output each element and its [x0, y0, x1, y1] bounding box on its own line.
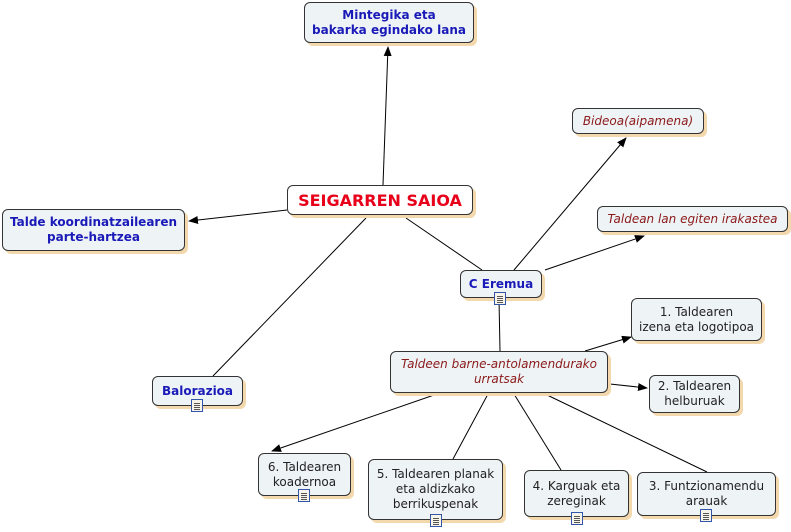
edge-center-talde-koord: [188, 209, 288, 224]
node-step-3-line1: 3. Funtzionamendu: [648, 479, 765, 493]
edge-center-mintegika: [382, 46, 392, 186]
node-step-1[interactable]: 1. Taldearen izena eta logotipoa: [631, 298, 762, 341]
node-step-5[interactable]: 5. Taldearen planak eta aldizkako berrik…: [368, 459, 503, 520]
node-balorazioa[interactable]: Balorazioa: [152, 376, 243, 406]
edge-center-balorazioa: [212, 217, 367, 377]
node-step-2-line2: helburuak: [664, 394, 725, 408]
node-barne-antolamendua[interactable]: Taldeen barne-antolamendurako urratsak: [390, 351, 608, 393]
node-step-3-line2: arauak: [685, 494, 728, 508]
node-center-label: SEIGARREN SAIOA: [298, 190, 462, 210]
node-step-4-line2: zereginak: [547, 493, 606, 508]
edge-c-eremua-barne: [498, 298, 501, 352]
node-talde-koord-line1: Talde koordinatzailearen: [9, 215, 178, 229]
node-talde-koordinatzailea[interactable]: Talde koordinatzailearen parte-hartzea: [2, 209, 185, 251]
node-mintegika-line1: Mintegika eta: [342, 7, 436, 22]
resource-doc-icon[interactable]: [430, 514, 442, 527]
node-step-5-line2: eta aldizkako: [395, 482, 476, 496]
node-step-4-line1: 4. Karguak eta: [532, 478, 621, 493]
node-step-4[interactable]: 4. Karguak eta zereginak: [524, 470, 629, 517]
edge-barne-step3: [544, 393, 708, 473]
edge-c-eremua-bideoa: [513, 137, 627, 271]
resource-doc-icon[interactable]: [494, 292, 506, 305]
node-taldean-lan[interactable]: Taldean lan egiten irakastea: [597, 206, 788, 232]
resource-doc-icon[interactable]: [700, 509, 712, 522]
edge-center-c-eremua: [405, 217, 483, 271]
node-mintegika-line2: bakarka egindako lana: [312, 22, 466, 37]
node-step-2[interactable]: 2. Taldearen helburuak: [649, 375, 740, 413]
node-barne-line2: urratsak: [473, 372, 525, 386]
node-mintegika[interactable]: Mintegika eta bakarka egindako lana: [304, 2, 474, 43]
node-center[interactable]: SEIGARREN SAIOA: [287, 185, 473, 215]
node-taldean-lan-label: Taldean lan egiten irakastea: [607, 211, 778, 226]
node-step-1-line2: izena eta logotipoa: [638, 319, 755, 334]
edge-barne-step1: [584, 335, 632, 352]
node-talde-koord-line2: parte-hartzea: [47, 230, 140, 244]
node-bideoa[interactable]: Bideoa(aipamena): [572, 108, 704, 134]
edge-barne-step4: [513, 393, 562, 471]
node-step-1-line1: 1. Taldearen: [659, 304, 734, 319]
resource-doc-icon[interactable]: [298, 489, 310, 502]
edge-barne-step5: [452, 393, 489, 460]
edge-c-eremua-taldean: [544, 235, 645, 271]
node-step-2-line1: 2. Taldearen: [657, 379, 732, 393]
node-bideoa-label: Bideoa(aipamena): [582, 113, 694, 128]
edge-barne-step2: [609, 383, 648, 392]
node-step-3[interactable]: 3. Funtzionamendu arauak: [637, 472, 776, 516]
resource-doc-icon[interactable]: [191, 399, 203, 412]
node-step-5-line3: berrikuspenak: [392, 497, 479, 511]
node-step-6-line2: koadernoa: [272, 474, 337, 489]
node-c-eremua-label: C Eremua: [468, 276, 534, 291]
node-step-6-line1: 6. Taldearen: [267, 459, 342, 474]
node-balorazioa-label: Balorazioa: [161, 383, 234, 398]
resource-doc-icon[interactable]: [571, 512, 583, 525]
edge-barne-step6: [271, 393, 438, 452]
node-barne-line1: Taldeen barne-antolamendurako: [401, 357, 597, 371]
node-step-5-line1: 5. Taldearen planak: [376, 467, 495, 481]
